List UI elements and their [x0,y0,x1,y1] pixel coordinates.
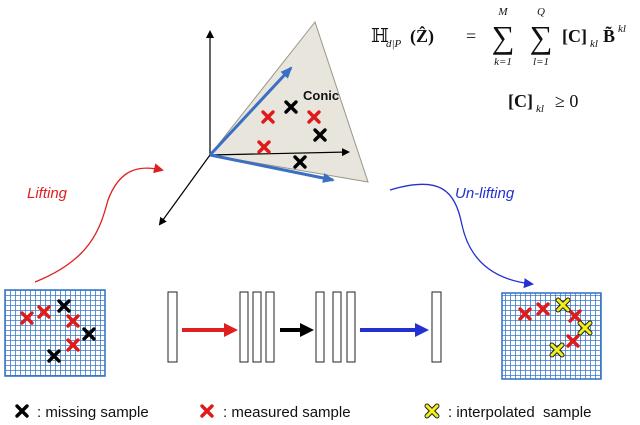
layer-block-1a [239,291,249,363]
grid-measured-sample [37,305,51,319]
layer-output [431,291,442,363]
grid-interpolated-sample [577,320,593,336]
lifting-arrow [34,163,164,283]
formula-lhs-sub: d|P [386,38,402,50]
cone-figure: Conic [158,20,369,226]
grid-measured-sample [20,311,34,325]
layer-block-2a [315,291,325,363]
unlifting-arrow [389,183,534,289]
constraint-term: [C] [508,91,533,111]
grid-measured-sample [568,309,582,323]
layer-input [167,291,178,363]
layer-block-1c [265,291,275,363]
grid-missing-sample [82,327,96,341]
cone-measured-sample [257,140,271,154]
sum2-top: Q [537,6,545,18]
layer-block-2c [346,291,356,363]
hankel-formula: ℍ d|P (Ẑ) = M ∑ k=1 Q ∑ l=1 [C] kl B̃ kl… [371,6,626,115]
grid-interpolated-sample [555,297,571,313]
cone-surface [209,20,369,183]
grid-missing-sample [57,299,71,313]
formula-lhs-arg: (Ẑ) [410,25,434,47]
sum2-symbol: ∑ [530,19,553,55]
legend: : missing sample : measured sample : int… [15,403,591,421]
formula-lhs: ℍ [371,26,389,47]
cone-missing-sample [284,100,298,114]
formula-equals: = [466,26,476,46]
legend-interpolated-icon [424,403,440,419]
constraint-relation: ≥ 0 [555,91,578,111]
lifting-label: Lifting [27,185,68,202]
grid-measured-sample [66,314,80,328]
cone-missing-sample [293,155,307,169]
cone-measured-sample [261,110,275,124]
legend-interpolated-label: : interpolated sample [448,404,591,421]
cone-missing-sample [313,128,327,142]
legend-measured-label: : measured sample [223,404,351,421]
grid-measured-sample [66,338,80,352]
conic-label: Conic [303,88,339,103]
x-axis [158,154,211,226]
legend-measured-icon [200,404,214,418]
formula-term-sub: kl [590,38,598,50]
sum2-bottom: l=1 [533,56,549,68]
sum1-bottom: k=1 [494,56,512,68]
grid-measured-sample [536,302,550,316]
grid-interpolated-sample [549,342,565,358]
legend-missing-icon [15,404,29,418]
output-grid [501,292,602,380]
formula-basis-sup: kl [618,23,626,35]
formula-term: [C] [562,26,587,46]
legend-missing-label: : missing sample [37,404,149,421]
grid-measured-sample [518,307,532,321]
formula-basis: B̃ [603,26,615,46]
network [167,291,442,363]
constraint-sub: kl [536,103,544,115]
layer-block-2b [332,291,342,363]
cone-vector-lower [209,153,335,183]
input-grid [4,289,106,377]
sum1-symbol: ∑ [492,19,515,55]
input-grid-mesh [4,289,106,377]
cone-vector-upper [208,66,293,157]
cone-measured-sample [307,110,321,124]
grid-measured-sample [566,334,580,348]
y-axis [209,148,350,157]
unlifting-label: Un-lifting [455,185,515,202]
sum1-top: M [497,6,508,18]
grid-missing-sample [47,349,61,363]
layer-block-1b [252,291,262,363]
output-grid-mesh [501,292,602,380]
